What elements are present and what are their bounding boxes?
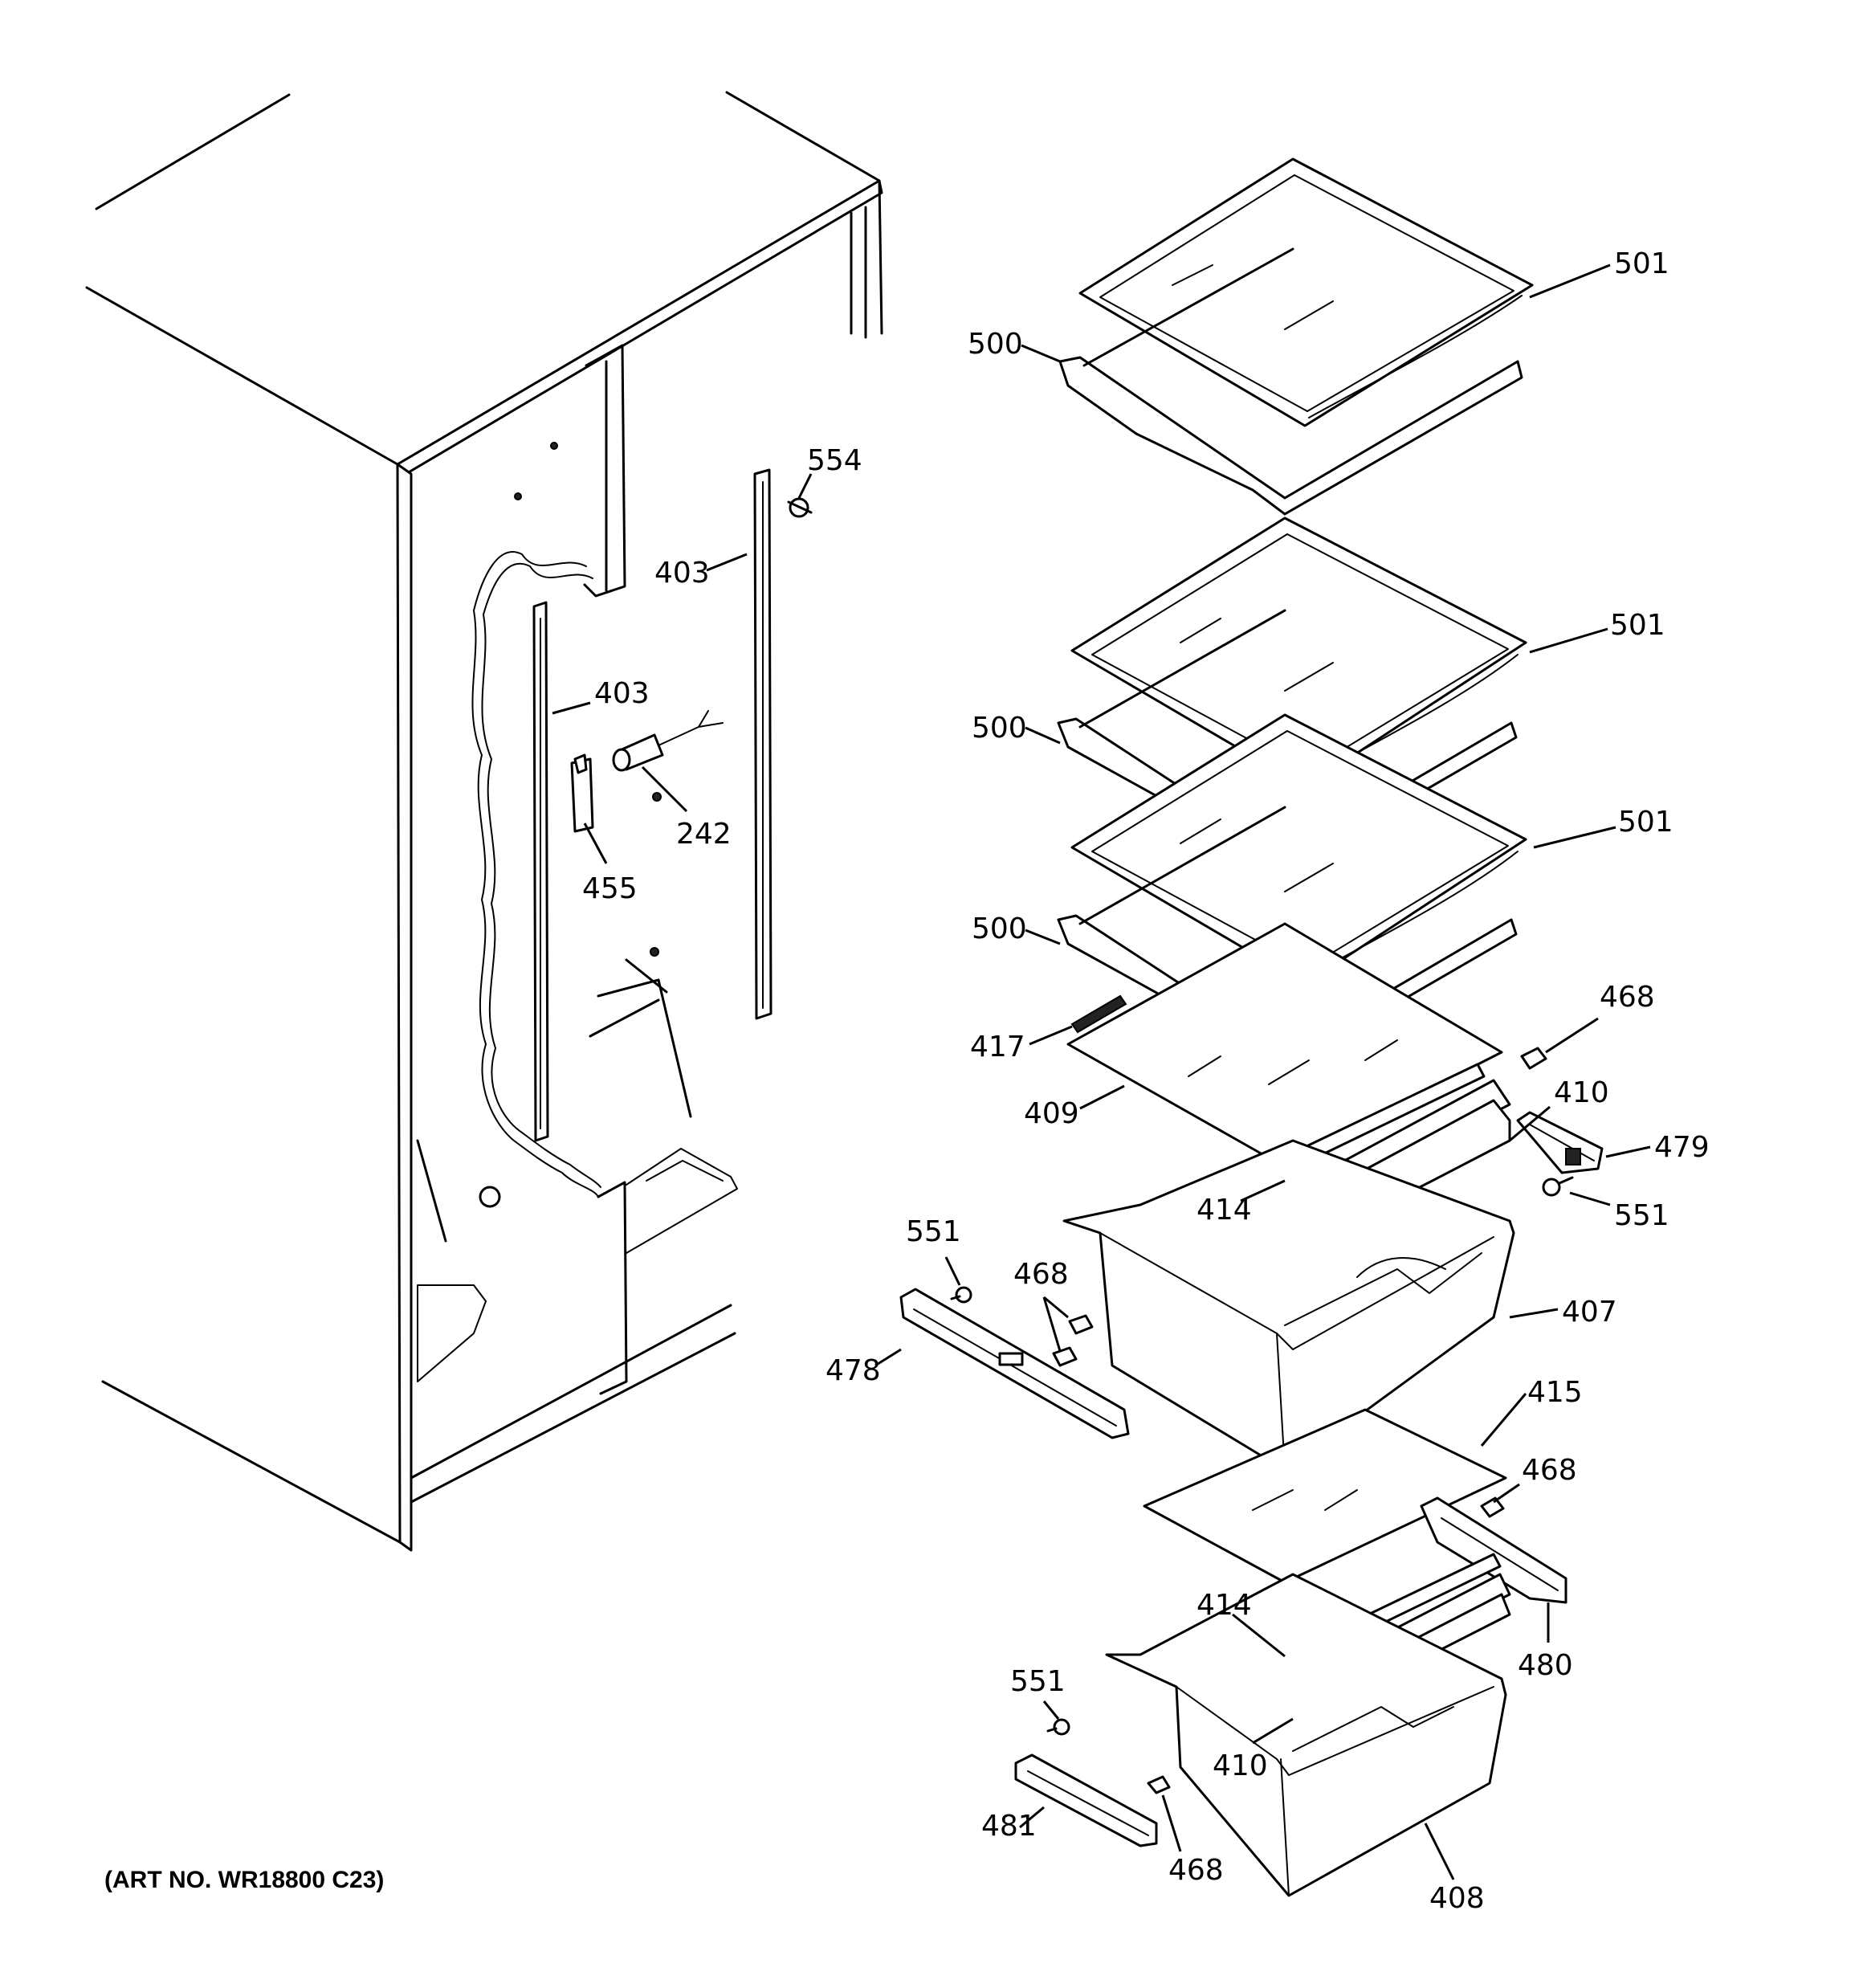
callout-403-left: 403 xyxy=(594,677,650,710)
callout-408: 408 xyxy=(1429,1882,1485,1915)
crisper-drawer-407 xyxy=(1062,1139,1515,1472)
art-number: (ART NO. WR18800 C23) xyxy=(104,1867,384,1893)
slide-481-left xyxy=(1014,1753,1158,1847)
strip-417 xyxy=(1070,994,1127,1034)
callout-500-top: 500 xyxy=(968,328,1023,361)
callout-479: 479 xyxy=(1654,1131,1710,1164)
callout-labels: 501 500 554 403 403 242 455 501 500 501 … xyxy=(582,247,1710,1915)
slide-479-right xyxy=(1516,1111,1604,1174)
callout-414-upper: 414 xyxy=(1196,1194,1252,1227)
callout-409: 409 xyxy=(1024,1097,1079,1130)
callout-455: 455 xyxy=(582,872,638,905)
crisper-drawer-408 xyxy=(1105,1573,1507,1897)
stop-468-lower-right xyxy=(1480,1496,1505,1518)
callout-551-upper-right: 551 xyxy=(1614,1199,1669,1232)
callout-242: 242 xyxy=(676,818,732,851)
shelf-ladder-403-right xyxy=(753,468,773,1020)
callout-468-lower-left: 468 xyxy=(1168,1854,1224,1887)
shelf-ladder-403-left xyxy=(532,601,549,1142)
switch-455 xyxy=(570,753,594,833)
crisper-cover-glass-415 xyxy=(1143,1408,1507,1584)
refrigerator-cabinet xyxy=(85,91,883,1552)
callout-417: 417 xyxy=(970,1031,1025,1063)
callout-403-right: 403 xyxy=(654,557,710,590)
shelf-bracket-500-top xyxy=(1058,247,1523,516)
screw-551-lower-left xyxy=(1046,1718,1070,1736)
callout-478: 478 xyxy=(826,1354,881,1387)
slide-480-right xyxy=(1420,1496,1567,1604)
slide-478-left xyxy=(899,1288,1130,1439)
shelf-501-middle xyxy=(1070,516,1527,789)
light-socket-242 xyxy=(612,710,724,772)
callout-410-lower: 410 xyxy=(1213,1749,1268,1782)
stops-468-left xyxy=(1052,1314,1094,1367)
callout-554: 554 xyxy=(807,444,862,477)
callout-480: 480 xyxy=(1518,1649,1573,1682)
shelf-501-top xyxy=(1078,157,1534,427)
callout-410-upper: 410 xyxy=(1554,1076,1609,1109)
screw-551-upper-right xyxy=(1542,1176,1574,1197)
screw-551-upper-left xyxy=(950,1286,972,1304)
callout-407: 407 xyxy=(1562,1296,1617,1329)
shelf-bracket-500-lower xyxy=(1057,806,1518,1067)
callout-500-middle: 500 xyxy=(972,712,1027,745)
callout-551-lower: 551 xyxy=(1010,1665,1066,1698)
screw-554 xyxy=(787,497,813,518)
leader-lines xyxy=(552,263,1651,1880)
shelf-501-lower xyxy=(1070,713,1527,986)
callout-468-lower-right: 468 xyxy=(1522,1454,1577,1487)
callout-414-lower: 414 xyxy=(1196,1589,1252,1622)
callout-501-top: 501 xyxy=(1614,247,1669,280)
callout-468-left: 468 xyxy=(1013,1258,1069,1291)
callout-500-lower: 500 xyxy=(972,912,1027,945)
callout-468-upper-right: 468 xyxy=(1600,981,1655,1014)
stop-468-lower-left xyxy=(1147,1775,1171,1794)
callout-415: 415 xyxy=(1527,1376,1583,1409)
callout-551-upper-left: 551 xyxy=(906,1215,961,1248)
callout-481: 481 xyxy=(981,1810,1037,1843)
callout-501-middle: 501 xyxy=(1610,609,1665,642)
stop-468-upper-right xyxy=(1520,1047,1547,1070)
callout-501-lower: 501 xyxy=(1618,806,1673,839)
shelf-bracket-500-middle xyxy=(1057,609,1518,871)
